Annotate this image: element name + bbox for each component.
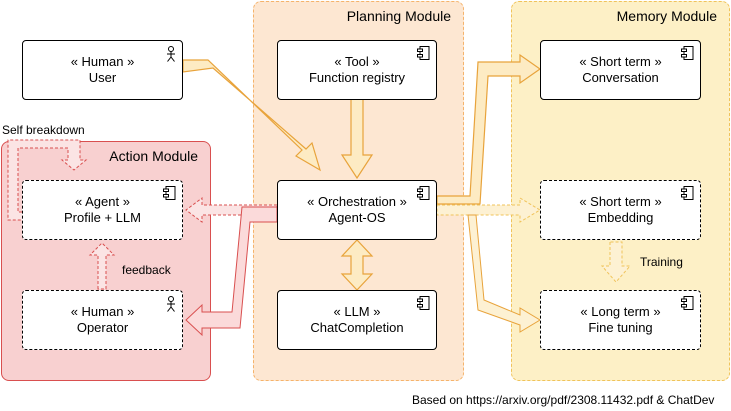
orchestration-name: Agent-OS: [328, 210, 386, 225]
orchestration-llm-double-arrow: [340, 239, 374, 291]
self-breakdown-label: Self breakdown: [2, 123, 85, 137]
embedding-name: Embedding: [587, 210, 654, 225]
component-icon: [681, 46, 694, 60]
actor-icon: [167, 46, 175, 62]
finetuning-name: Fine tuning: [588, 320, 653, 335]
operator-name: Operator: [76, 320, 129, 335]
self-breakdown-loop-arrow: [7, 139, 88, 221]
footer-attribution: Based on https://arxiv.org/pdf/2308.1143…: [412, 393, 715, 407]
operator-node[interactable]: « Human » Operator: [22, 290, 183, 350]
training-arrow: [600, 241, 632, 283]
component-icon: [417, 186, 430, 200]
component-icon: [417, 296, 430, 310]
orchestration-node[interactable]: « Orchestration » Agent-OS: [277, 180, 437, 240]
embedding-node[interactable]: « Short term » Embedding: [540, 180, 701, 240]
tool-stereotype: « Tool »: [334, 54, 380, 69]
user-node[interactable]: « Human » User: [22, 40, 183, 100]
training-label: Training: [640, 255, 683, 269]
orchestration-to-conversation-arrow: [436, 53, 542, 205]
planning-module-title: Planning Module: [346, 8, 451, 24]
conversation-stereotype: « Short term »: [579, 54, 662, 69]
finetuning-node[interactable]: « Long term » Fine tuning: [540, 290, 701, 350]
embedding-stereotype: « Short term »: [579, 194, 662, 209]
operator-stereotype: « Human »: [70, 304, 135, 319]
component-icon: [163, 186, 176, 200]
user-stereotype: « Human »: [70, 54, 135, 69]
conversation-name: Conversation: [582, 70, 659, 85]
agent-stereotype: « Agent »: [75, 194, 130, 209]
component-icon: [681, 296, 694, 310]
llm-stereotype: « LLM »: [333, 304, 381, 319]
feedback-arrow: [88, 242, 116, 290]
orchestration-to-finetuning-arrow: [467, 214, 541, 333]
component-icon: [417, 46, 430, 60]
user-to-orchestration-arrow: [182, 59, 322, 172]
actor-icon: [167, 296, 175, 312]
action-module-title: Action Module: [109, 148, 198, 164]
finetuning-stereotype: « Long term »: [580, 304, 661, 319]
tool-name: Function registry: [308, 70, 406, 85]
llm-node[interactable]: « LLM » ChatCompletion: [277, 290, 437, 350]
orchestration-stereotype: « Orchestration »: [307, 194, 407, 209]
orchestration-to-operator-arrow: [185, 206, 278, 337]
orchestration-to-embedding-arrow: [436, 197, 541, 223]
agent-node[interactable]: « Agent » Profile + LLM: [22, 180, 183, 240]
agent-name: Profile + LLM: [64, 210, 141, 225]
conversation-node[interactable]: « Short term » Conversation: [540, 40, 701, 100]
memory-module-title: Memory Module: [616, 8, 717, 24]
component-icon: [681, 186, 694, 200]
user-name: User: [88, 70, 117, 85]
tool-to-orchestration-arrow: [340, 97, 374, 180]
feedback-label: feedback: [122, 263, 171, 277]
llm-name: ChatCompletion: [310, 320, 404, 335]
tool-node[interactable]: « Tool » Function registry: [277, 40, 437, 100]
